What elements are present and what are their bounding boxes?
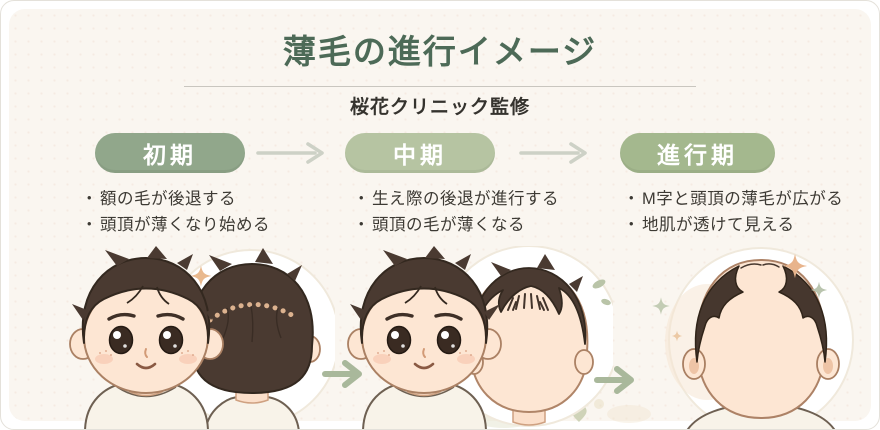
title-divider <box>184 86 696 87</box>
bullet-item: ・ M字と頭頂の薄毛が広がる <box>623 190 844 208</box>
sparse-hair-strands <box>740 263 780 269</box>
bullet-item: ・ 額の毛が後退する <box>81 190 236 208</box>
arrow-right-icon <box>256 142 324 164</box>
illustration-early-stage <box>68 246 335 429</box>
four-point-star-icon <box>652 297 670 315</box>
bullet-item: ・ 頭頂の毛が薄くなる <box>353 216 525 234</box>
supervision-note: 桜花クリニック監修 <box>349 97 530 118</box>
arrow-right-icon <box>594 366 634 394</box>
infographic-panel: 薄毛の進行イメージ 桜花クリニック監修 初期 中期 <box>9 9 871 429</box>
bullet-item: ・ 頭頂が薄くなり始める <box>81 216 270 234</box>
illustration-middle-stage <box>346 246 613 429</box>
illustration-row <box>9 246 871 429</box>
leaf-dots-icon <box>592 279 611 306</box>
arrow-right-icon <box>322 360 362 388</box>
stage-badge-middle: 中期 <box>345 133 495 173</box>
stage-badge-middle-label: 中期 <box>393 142 447 168</box>
illustration-advanced-bald-view <box>682 258 840 429</box>
stage-descriptions: ・ 額の毛が後退する ・ 頭頂が薄くなり始める ・ 生え際の後退が進行する ・ … <box>9 186 871 238</box>
arrow-right-icon <box>518 142 587 164</box>
sparse-hair-strands <box>507 293 549 311</box>
bullet-item: ・ 生え際の後退が進行する <box>353 190 559 208</box>
stage-badge-row: 初期 中期 進行期 <box>95 133 871 173</box>
stage-bullets-middle: ・ 生え際の後退が進行する ・ 頭頂の毛が薄くなる <box>353 186 623 238</box>
page-title: 薄毛の進行イメージ <box>282 33 598 70</box>
bullet-item: ・ 地肌が透けて見える <box>623 216 795 234</box>
stage-badge-advanced: 進行期 <box>620 133 775 173</box>
stage-bullets-early: ・ 額の毛が後退する ・ 頭頂が薄くなり始める <box>81 186 353 238</box>
illustration-advanced-stage <box>652 247 854 429</box>
stage-badge-early: 初期 <box>95 133 245 173</box>
stage-bullets-advanced: ・ M字と頭頂の薄毛が広がる ・ 地肌が透けて見える <box>623 186 871 238</box>
stage-badge-early-label: 初期 <box>143 142 197 168</box>
stage-badge-advanced-label: 進行期 <box>657 142 738 168</box>
